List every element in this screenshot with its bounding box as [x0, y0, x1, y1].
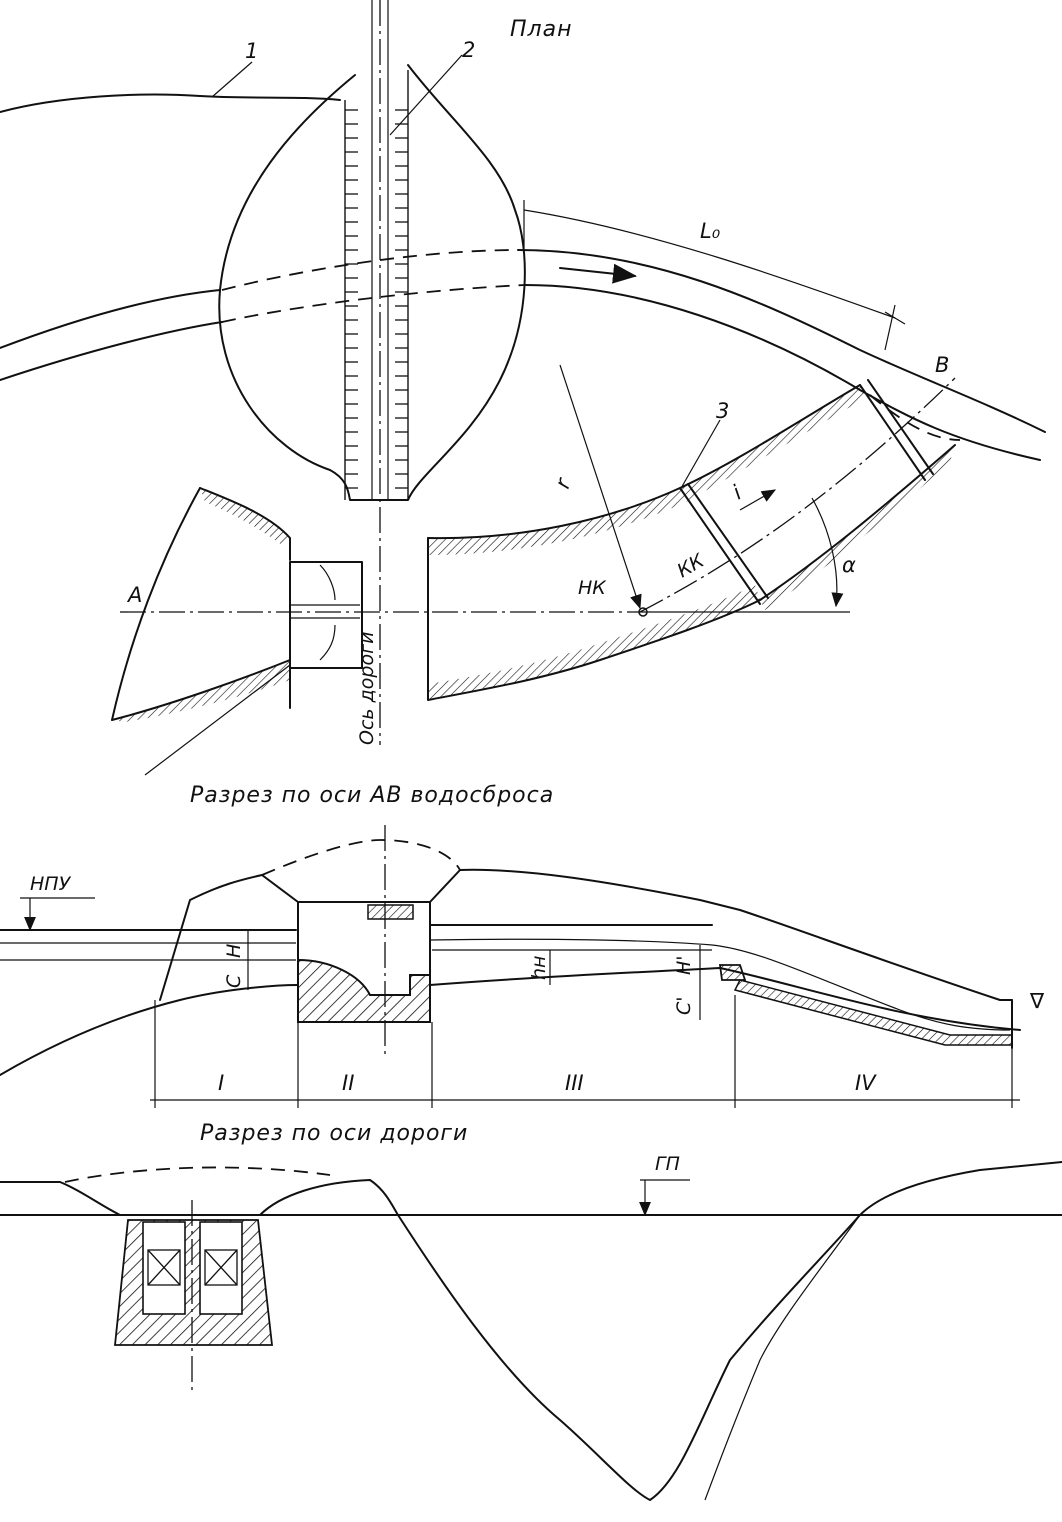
gate-beam — [367, 904, 414, 920]
axis-ab-curved — [639, 377, 956, 613]
river-dashed-lower — [221, 284, 526, 323]
chute-end-wall — [859, 384, 926, 481]
callout-2: 2 — [462, 38, 475, 62]
river-bank-upper-right — [517, 249, 1046, 433]
inlet-structure — [289, 561, 363, 669]
embankment-outline — [218, 64, 526, 501]
c-upstream-label: C — [223, 974, 245, 988]
river-bank-lower-right — [524, 284, 1041, 461]
flow-arrow — [559, 263, 637, 284]
ground-left — [0, 984, 299, 1076]
section-ab: Разрез по оси АВ водосброса НПУ H C hн — [0, 783, 1045, 1108]
road-axis-label: Ось дороги — [356, 632, 378, 745]
inlet-approach-left — [111, 487, 201, 721]
radius-label: r — [550, 474, 576, 492]
callout-3: 3 — [716, 399, 729, 423]
zone-2-label: II — [342, 1071, 354, 1095]
road-crown-dashed-2 — [64, 1166, 331, 1183]
c-prime-label: C' — [673, 997, 695, 1016]
section-ab-title: Разрез по оси АВ водосброса — [190, 783, 554, 808]
zone-1-label: I — [218, 1071, 224, 1095]
culvert-body — [114, 1219, 274, 1346]
inlet-wing-lower — [111, 659, 291, 721]
slope-label: i — [729, 481, 746, 505]
kk-label: КК — [674, 549, 710, 582]
h-upstream-label: H — [223, 944, 245, 958]
road-crown-dashed — [261, 839, 461, 876]
section-road-title: Разрез по оси дороги — [200, 1121, 468, 1146]
terrain-contour — [0, 93, 341, 113]
inlet-leader — [144, 664, 291, 776]
plan-title: План — [510, 17, 572, 42]
l0-label: L₀ — [700, 219, 721, 243]
outfall-dashed — [869, 394, 961, 441]
inlet-foundation — [297, 958, 431, 1023]
hn-label: hн — [528, 956, 550, 980]
river-bank-upper-left — [0, 289, 221, 349]
radius-line — [559, 364, 642, 610]
embankment-profile — [159, 868, 1013, 1001]
alpha-arc — [811, 497, 844, 608]
inlet-chamber — [297, 901, 431, 1023]
chute-sill — [718, 964, 747, 981]
point-b-label: В — [935, 353, 949, 377]
slope-ticks-left — [344, 70, 409, 500]
nk-label: НК — [578, 577, 607, 599]
gp-label: ГП — [655, 1153, 680, 1175]
l0-dimension-line — [523, 209, 896, 319]
road-section: Разрез по оси дороги ГП — [0, 1121, 1062, 1501]
valley-profile — [397, 1214, 861, 1501]
road-fill-profile — [0, 1161, 1062, 1216]
plan-view: План 1 Ось дороги 2 — [0, 0, 1046, 776]
npu-label: НПУ — [30, 873, 72, 895]
zone-3-label: III — [565, 1071, 584, 1095]
zone-4-label: IV — [855, 1071, 877, 1095]
chute-start-wall — [679, 487, 761, 605]
river-dashed-upper — [221, 249, 519, 291]
alpha-label: α — [842, 553, 856, 577]
callout-1: 1 — [245, 39, 258, 63]
callout-3-leader — [679, 419, 721, 491]
tailwater-mark: ∇ — [1029, 989, 1045, 1013]
chute-lower-wall — [759, 444, 956, 601]
callout-1-leader — [211, 61, 253, 98]
river-bank-lower-left — [0, 321, 223, 381]
point-a-label: А — [126, 583, 142, 607]
callout-2-leader — [389, 54, 463, 136]
h-prime-label: H' — [673, 955, 695, 975]
